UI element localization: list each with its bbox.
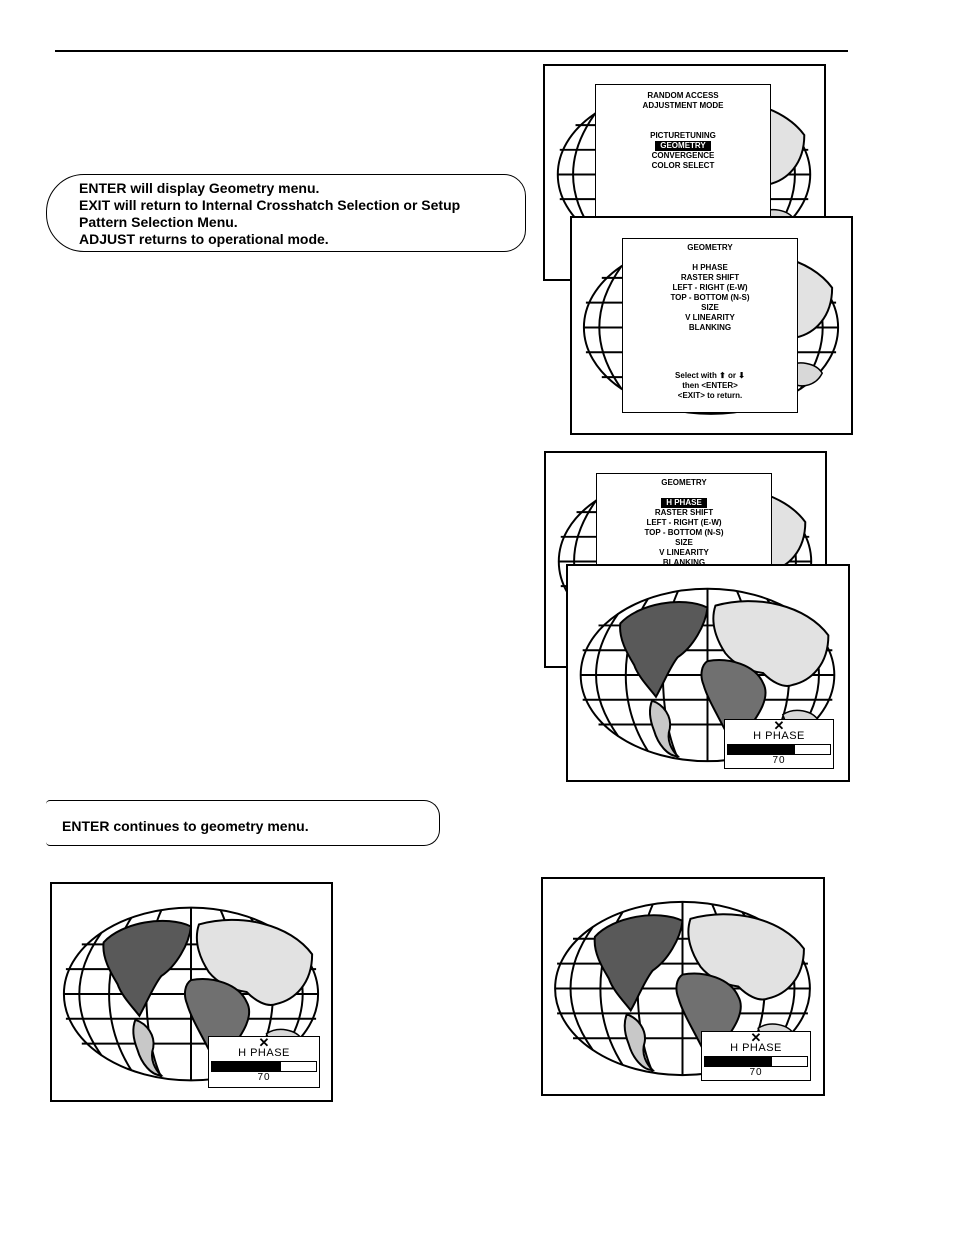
callout-enter-geometry: ENTER will display Geometry menu. EXIT w… (46, 174, 526, 252)
hphase-box: ✕ H PHASE 70 (701, 1031, 811, 1081)
footer-or: or (728, 371, 737, 380)
menu-title: GEOMETRY (661, 478, 707, 487)
hphase-box: ✕ H PHASE 70 (724, 719, 834, 769)
callout-line: ENTER will display Geometry menu. (79, 180, 320, 196)
arrow-down-icon: ⬇ (738, 371, 745, 380)
menu-title: RANDOM ACCESS (647, 91, 719, 100)
x-cross-icon: ✕ (750, 1030, 762, 1045)
geometry-menu: GEOMETRY H PHASE RASTER SHIFT LEFT - RIG… (622, 238, 798, 413)
hphase-level-bar[interactable] (211, 1061, 317, 1072)
callout-enter-continues: ENTER continues to geometry menu. (46, 800, 440, 846)
menu-item-raster-shift[interactable]: RASTER SHIFT (680, 273, 740, 282)
menu-item-convergence[interactable]: CONVERGENCE (651, 151, 715, 160)
screen-hphase-adjust: ✕ H PHASE 70 (566, 564, 850, 782)
hphase-value: 70 (772, 755, 786, 766)
hphase-label: H PHASE (238, 1047, 290, 1059)
menu-item-h-phase[interactable]: H PHASE (692, 263, 728, 272)
menu-item-left-right[interactable]: LEFT - RIGHT (E-W) (672, 283, 748, 292)
screen-geometry-menu: GEOMETRY H PHASE RASTER SHIFT LEFT - RIG… (570, 216, 853, 435)
callout-line: EXIT will return to Internal Crosshatch … (79, 197, 461, 213)
menu-footer-enter: then <ENTER> (682, 381, 738, 390)
menu-item-size[interactable]: SIZE (675, 538, 693, 547)
hphase-level-fill (728, 745, 796, 754)
callout-line: Pattern Selection Menu. (79, 214, 238, 230)
menu-footer: Select with ⬆ or ⬇ (623, 371, 797, 381)
menu-item-left-right[interactable]: LEFT - RIGHT (E-W) (646, 518, 722, 527)
menu-item-top-bottom[interactable]: TOP - BOTTOM (N-S) (670, 293, 750, 302)
x-cross-icon: ✕ (258, 1035, 270, 1050)
menu-item-v-linearity[interactable]: V LINEARITY (685, 313, 735, 322)
menu-item-blanking[interactable]: BLANKING (662, 558, 706, 567)
hphase-level-bar[interactable] (727, 744, 831, 755)
menu-item-geometry[interactable]: GEOMETRY (655, 141, 711, 151)
menu-title: GEOMETRY (687, 243, 733, 252)
hphase-level-bar[interactable] (704, 1056, 808, 1067)
footer-select: Select with (675, 371, 717, 380)
x-cross-icon: ✕ (773, 718, 785, 733)
menu-footer-exit: <EXIT> to return. (677, 391, 743, 400)
callout-line: ADJUST returns to operational mode. (79, 231, 329, 247)
hphase-label: H PHASE (730, 1042, 782, 1054)
hphase-value: 70 (749, 1067, 763, 1078)
hphase-level-fill (212, 1062, 281, 1071)
header-rule (55, 50, 848, 52)
arrow-up-icon: ⬆ (719, 371, 726, 380)
menu-item-size[interactable]: SIZE (701, 303, 719, 312)
menu-item-raster-shift[interactable]: RASTER SHIFT (654, 508, 714, 517)
menu-item-color-select[interactable]: COLOR SELECT (651, 161, 715, 170)
hphase-box: ✕ H PHASE 70 (208, 1036, 320, 1088)
hphase-value: 70 (257, 1072, 271, 1083)
menu-item-blanking[interactable]: BLANKING (688, 323, 732, 332)
menu-title: ADJUSTMENT MODE (642, 101, 724, 110)
screen-hphase-right: ✕ H PHASE 70 (541, 877, 825, 1096)
hphase-label: H PHASE (753, 730, 805, 742)
menu-item-top-bottom[interactable]: TOP - BOTTOM (N-S) (644, 528, 724, 537)
menu-item-picturetuning[interactable]: PICTURETUNING (650, 131, 716, 140)
hphase-level-fill (705, 1057, 773, 1066)
screen-hphase-left: ✕ H PHASE 70 (50, 882, 333, 1102)
callout-line: ENTER continues to geometry menu. (62, 818, 309, 834)
menu-item-v-linearity[interactable]: V LINEARITY (659, 548, 709, 557)
menu-item-h-phase[interactable]: H PHASE (661, 498, 707, 508)
